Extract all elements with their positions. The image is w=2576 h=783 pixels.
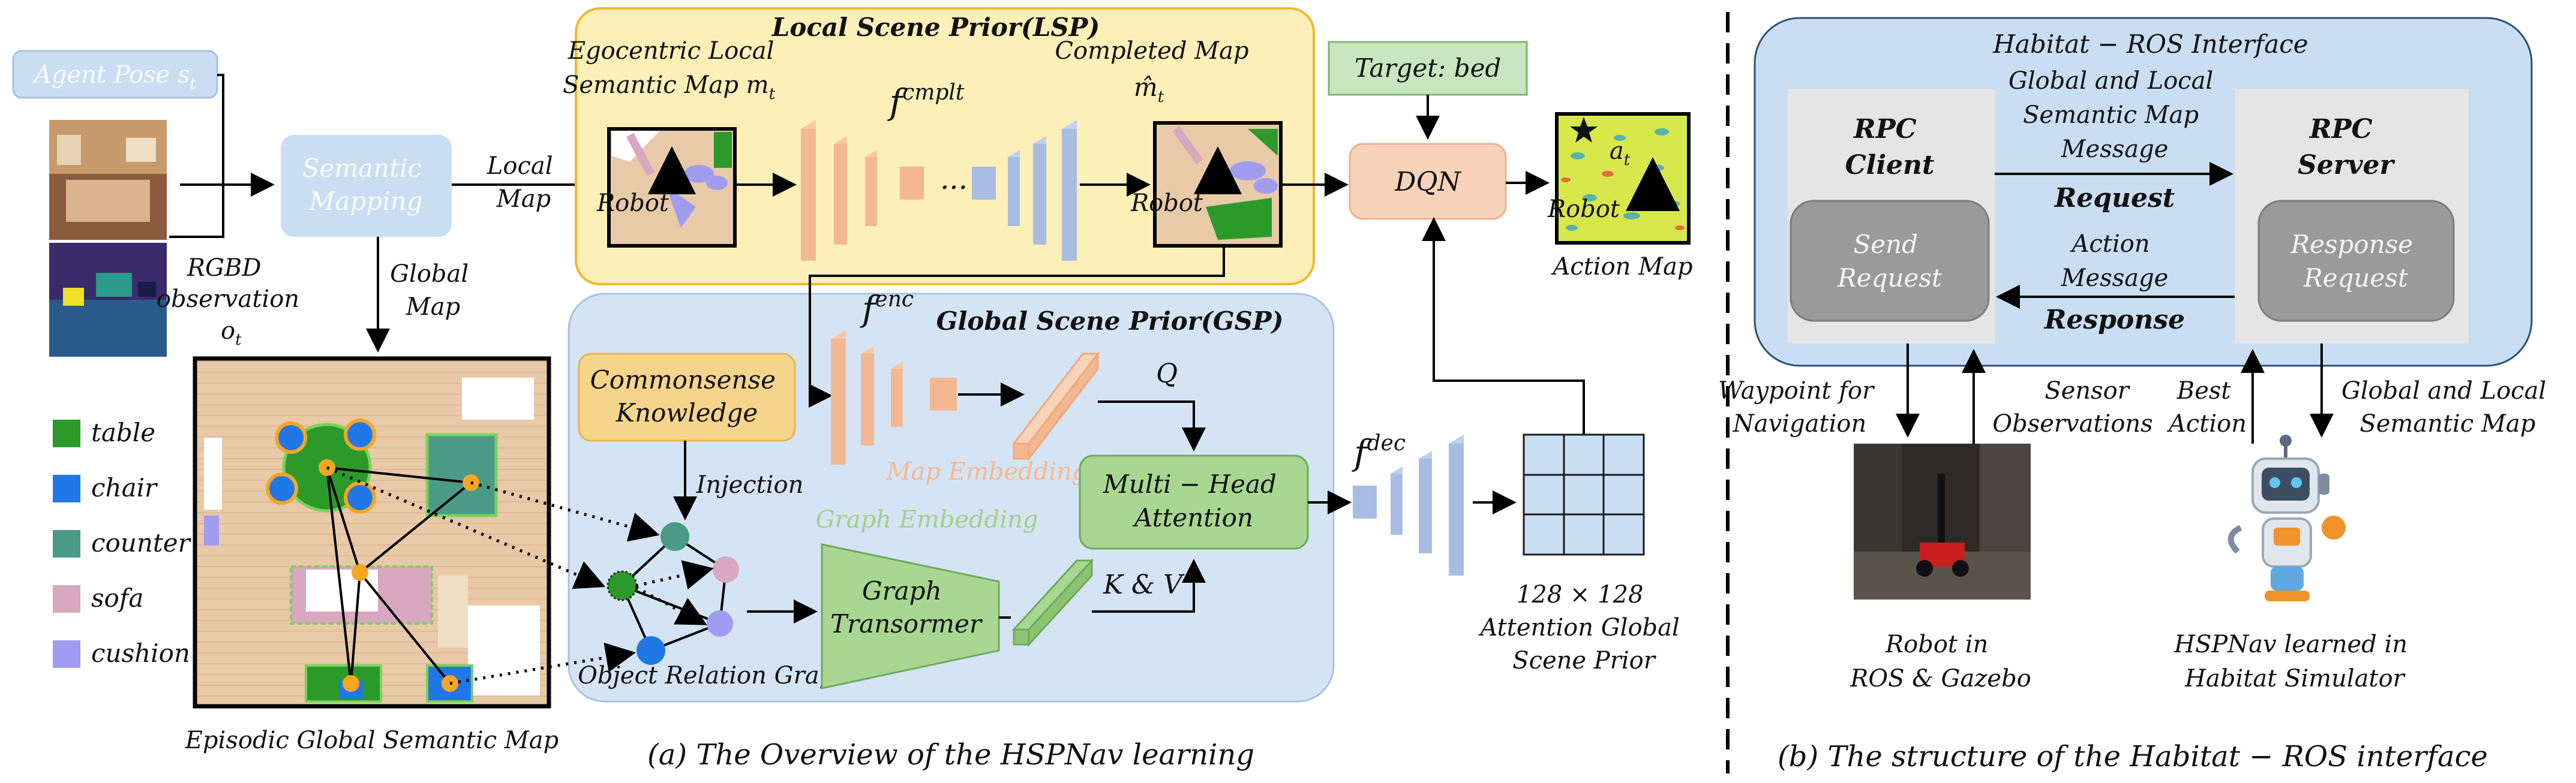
completed-map-var: m̂t — [1134, 73, 1164, 106]
legend: table chair counter sofa cushion — [53, 418, 192, 668]
legend-swatch-counter — [53, 530, 80, 558]
f-enc-network — [831, 330, 957, 465]
svg-text:Semantic Mapping: Semantic Mapping — [302, 153, 430, 216]
request-label: Request — [2053, 183, 2175, 213]
svg-text:Graph Transormer: Graph Transormer — [830, 576, 983, 639]
robot-label-action: Robot — [1547, 195, 1620, 223]
rgbd-label: RGBD observation — [157, 254, 299, 313]
send-request-box: Send Request — [1790, 200, 1990, 322]
legend-swatch-sofa — [53, 585, 80, 613]
caption-b: (b) The structure of the Habitat − ROS i… — [1778, 740, 2488, 773]
graph-embedding-label: Graph Embedding — [816, 506, 1038, 534]
episodic-map-caption: Episodic Global Semantic Map — [185, 727, 559, 754]
agent-pose-box: Agent Pose st — [12, 50, 218, 99]
gsp-title: Global Scene Prior(GSP) — [936, 306, 1284, 336]
action-map-label: Action Map — [1550, 253, 1692, 281]
action-message-label: Action Message — [2061, 230, 2169, 292]
f-cmplt-network: ... — [801, 120, 1077, 261]
svg-text:Commonsense Knowledge: Commonsense Knowledge — [590, 365, 784, 427]
rgb-observation-image — [49, 120, 167, 240]
legend-label-counter: counter — [91, 528, 192, 558]
legend-label-chair: chair — [91, 473, 158, 502]
waypoint-label: Waypoint for Navigation — [1718, 377, 1881, 438]
multi-head-attention-box: Multi − Head Attention — [1079, 454, 1309, 550]
svg-text:Response Request: Response Request — [2290, 230, 2421, 293]
action-var: at — [1610, 137, 1631, 169]
best-action-label: Best Action — [2166, 377, 2247, 438]
object-relation-graph-label: Object Relation Graph — [578, 662, 850, 689]
graph-transformer-block: Graph Transormer — [821, 543, 1000, 689]
agent-pose-label: Agent Pose st — [32, 61, 197, 93]
dqn-box: DQN — [1349, 143, 1507, 220]
svg-text:Send Request: Send Request — [1837, 230, 1942, 293]
graph-embedding-bar — [1011, 558, 1094, 647]
svg-text:RPC Client: RPC Client — [1845, 114, 1935, 180]
legend-swatch-table — [53, 420, 80, 447]
response-request-box: Response Request — [2257, 200, 2455, 322]
local-map-label: Local Map — [487, 152, 560, 213]
episodic-global-semantic-map — [193, 356, 551, 709]
f-dec-network — [1353, 435, 1464, 576]
rgbd-var: ot — [221, 317, 242, 349]
global-local-map-label: Global and Local Semantic Map — [2341, 377, 2554, 438]
f-cmplt-label: fcmplt — [887, 80, 965, 122]
legend-swatch-cushion — [53, 640, 80, 668]
ros-gazebo-robot-image — [1854, 444, 2031, 600]
map-embedding-bar — [1011, 351, 1100, 462]
attention-global-scene-prior-grid — [1523, 433, 1645, 556]
legend-label-table: table — [91, 418, 155, 447]
semantic-mapping-box: Semantic Mapping — [281, 135, 452, 237]
response-label: Response — [2043, 305, 2185, 335]
injection-label: Injection — [696, 471, 804, 499]
robot-in-ros-caption: Robot in ROS & Gazebo — [1850, 631, 2031, 692]
svg-text:DQN: DQN — [1394, 167, 1461, 197]
hspnav-robot-icon — [2227, 435, 2346, 601]
attention-label: 128 × 128 Attention Global Scene Prior — [1478, 581, 1688, 674]
lsp-title: Local Scene Prior(LSP) — [771, 13, 1100, 42]
sensor-label: Sensor Observations — [1992, 377, 2152, 438]
svg-text:Target: bed: Target: bed — [1355, 53, 1502, 83]
robot-label-ego: Robot — [596, 189, 669, 217]
egocentric-local-map: Robot — [596, 127, 737, 248]
svg-text:...: ... — [940, 162, 968, 196]
q-label: Q — [1156, 359, 1178, 389]
interface-title: Habitat − ROS Interface — [1992, 29, 2308, 59]
legend-label-sofa: sofa — [91, 583, 143, 613]
svg-text:RPC Server: RPC Server — [2298, 114, 2395, 180]
global-map-label: Global Map — [390, 260, 476, 321]
f-dec-label: fdec — [1352, 431, 1406, 473]
map-embedding-label: Map Embedding — [886, 458, 1088, 486]
completed-local-map: Robot — [1130, 121, 1283, 248]
svg-text:Multi − Head Attention: Multi − Head Attention — [1103, 469, 1284, 532]
legend-label-cushion: cushion — [91, 639, 190, 668]
depth-observation-image — [49, 243, 167, 357]
caption-a: (a) The Overview of the HSPNav learning — [647, 738, 1254, 772]
hspnav-habitat-caption: HSPNav learned in Habitat Simulator — [2173, 631, 2415, 692]
ego-map-label: Egocentric Local Semantic Map mt — [563, 37, 782, 103]
action-map: at Robot — [1547, 112, 1691, 245]
commonsense-knowledge-box: Commonsense Knowledge — [578, 353, 796, 442]
request-message-label: Global and Local Semantic Map Message — [2008, 67, 2221, 163]
kv-label: K & V — [1103, 570, 1185, 600]
completed-map-label: Completed Map — [1055, 37, 1248, 65]
legend-swatch-chair — [53, 475, 80, 502]
lsp-panel: Local Scene Prior(LSP) — [575, 7, 1315, 285]
target-box: Target: bed — [1328, 41, 1528, 96]
robot-label-completed: Robot — [1130, 189, 1203, 217]
